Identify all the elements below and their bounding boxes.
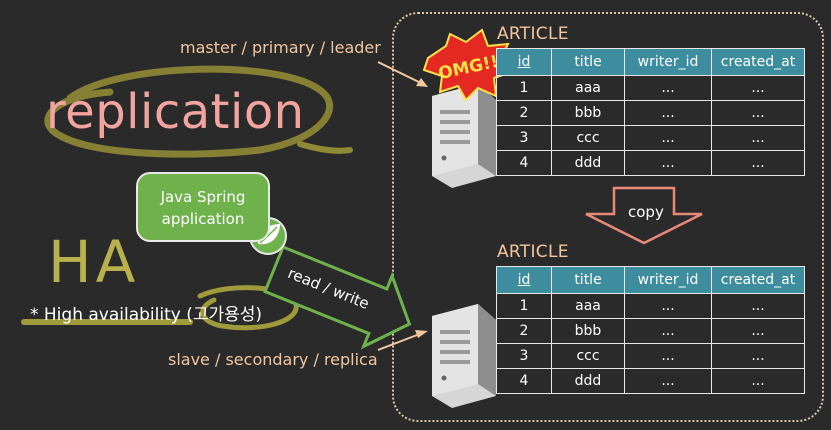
highlight-tail-replication: [297, 141, 353, 154]
table-cell: ...: [624, 293, 712, 319]
table-cell: 3: [496, 125, 552, 151]
table-row: 4 ddd ... ...: [496, 150, 805, 176]
table-row: 1 aaa ... ...: [496, 293, 805, 319]
table-cell: ...: [711, 75, 805, 101]
table-cell: ...: [711, 368, 805, 394]
table-cell: ...: [711, 293, 805, 319]
table-cell: ...: [624, 150, 712, 176]
column-header: id: [496, 48, 552, 76]
table-cell: bbb: [551, 318, 625, 344]
master-pointer-arrow: [377, 61, 428, 87]
column-header: title: [551, 48, 625, 76]
column-header: writer_id: [624, 266, 712, 294]
table-cell: 4: [496, 150, 552, 176]
column-header: writer_id: [624, 48, 712, 76]
table-cell: ...: [624, 100, 712, 126]
table-cell: ...: [711, 150, 805, 176]
table-cell: ...: [711, 318, 805, 344]
replica-label: slave / secondary / replica: [168, 350, 378, 369]
replica-article-table: id title writer_id created_at 1 aaa ... …: [496, 266, 805, 394]
column-header: title: [551, 266, 625, 294]
table-cell: 4: [496, 368, 552, 394]
table-cell: ...: [711, 125, 805, 151]
table-cell: ...: [624, 368, 712, 394]
table-cell: ...: [624, 125, 712, 151]
table-cell: ...: [624, 343, 712, 369]
table-row: 2 bbb ... ...: [496, 318, 805, 344]
table-cell: 1: [496, 293, 552, 319]
table-cell: 2: [496, 318, 552, 344]
copy-arrow: [585, 186, 703, 245]
table-row: 3 ccc ... ...: [496, 343, 805, 369]
column-header: created_at: [711, 48, 805, 76]
table-cell: 3: [496, 343, 552, 369]
table-cell: 1: [496, 75, 552, 101]
table-cell: ddd: [551, 368, 625, 394]
replication-group-box: [392, 12, 824, 422]
table-cell: ...: [624, 75, 712, 101]
replication-heading: replication: [46, 84, 305, 140]
java-spring-app-box: Java Spring application: [136, 172, 270, 242]
spring-box-line2: application: [161, 210, 245, 228]
replica-server-icon: [432, 304, 496, 408]
table-row: 3 ccc ... ...: [496, 125, 805, 151]
master-server-icon: [432, 84, 496, 188]
master-label: master / primary / leader: [180, 38, 381, 57]
table-header-row: id title writer_id created_at: [496, 48, 805, 76]
master-table-title: ARTICLE: [497, 24, 569, 44]
table-cell: aaa: [551, 75, 625, 101]
master-article-table: id title writer_id created_at 1 aaa ... …: [496, 48, 805, 176]
read-write-arrow: [263, 245, 412, 350]
high-availability-label: * High availability (고가용성): [30, 305, 263, 325]
table-cell: bbb: [551, 100, 625, 126]
table-row: 1 aaa ... ...: [496, 75, 805, 101]
table-cell: aaa: [551, 293, 625, 319]
table-header-row: id title writer_id created_at: [496, 266, 805, 294]
table-row: 2 bbb ... ...: [496, 100, 805, 126]
table-cell: ddd: [551, 150, 625, 176]
ha-heading: HA: [48, 228, 140, 296]
table-cell: ccc: [551, 343, 625, 369]
table-cell: ...: [624, 318, 712, 344]
table-cell: ccc: [551, 125, 625, 151]
copy-label: copy: [628, 203, 664, 221]
column-header: id: [496, 266, 552, 294]
table-cell: 2: [496, 100, 552, 126]
table-cell: ...: [711, 343, 805, 369]
table-cell: ...: [711, 100, 805, 126]
slave-pointer-arrow: [377, 330, 428, 351]
table-row: 4 ddd ... ...: [496, 368, 805, 394]
spring-box-line1: Java Spring: [160, 188, 246, 206]
highlight-loop-replication: [44, 65, 334, 158]
replica-table-title: ARTICLE: [497, 242, 569, 262]
column-header: created_at: [711, 266, 805, 294]
highlight-circle-korean: [197, 285, 299, 331]
